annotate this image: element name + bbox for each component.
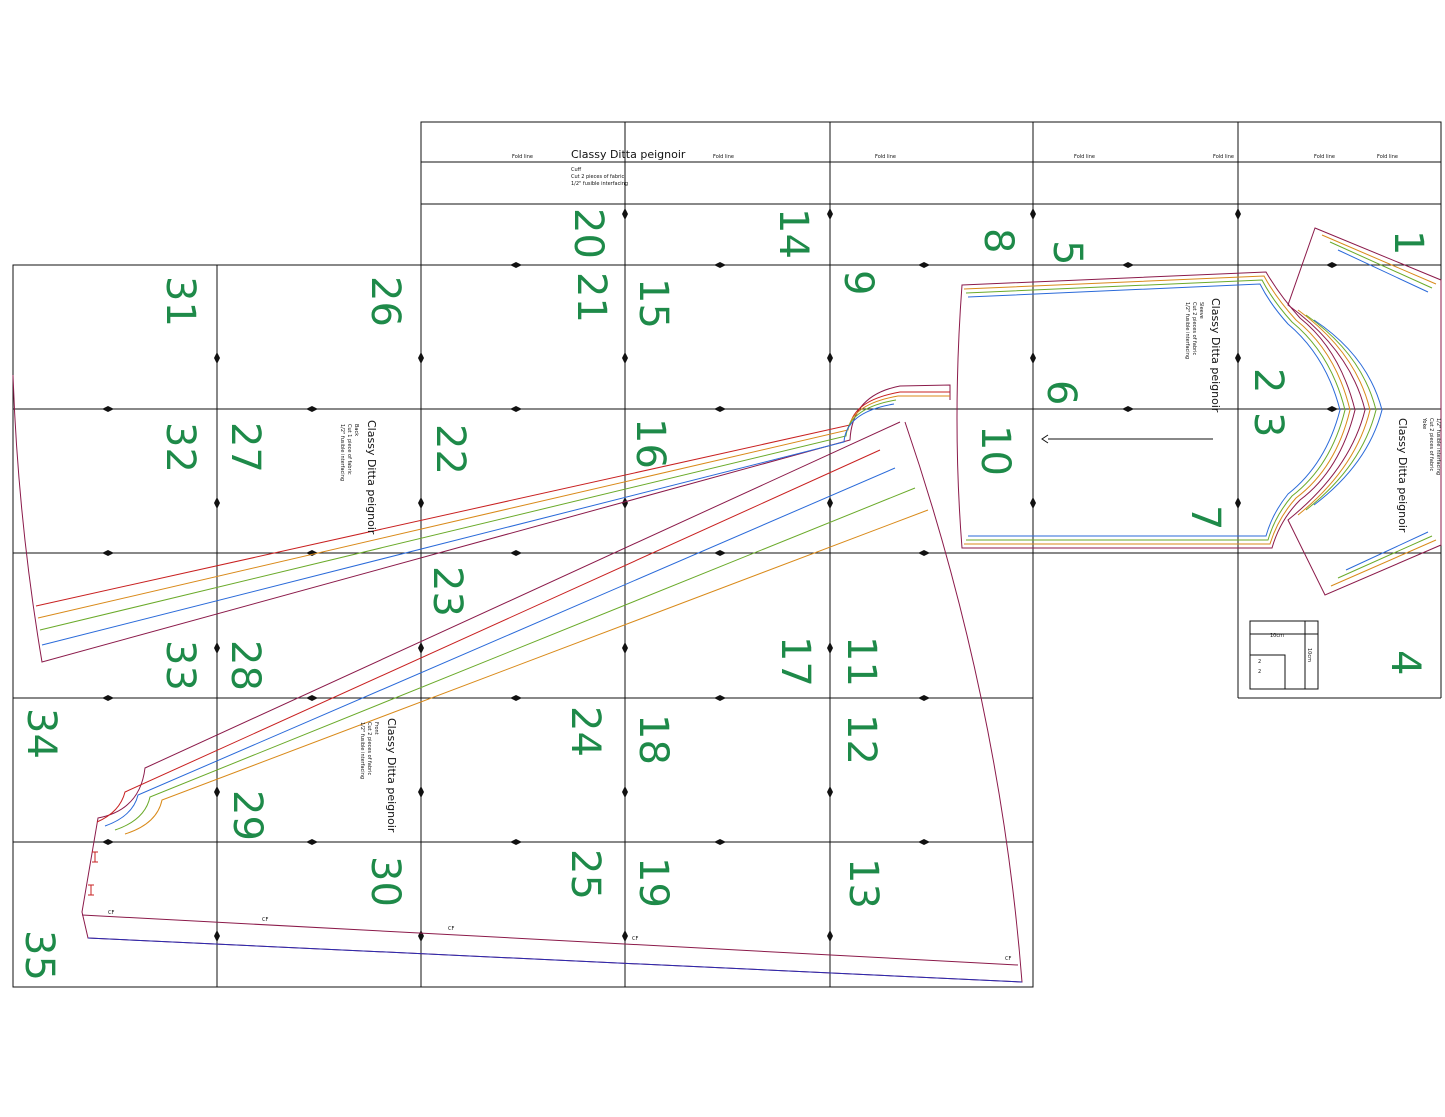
cuff-piece: Classy Ditta peignoir Cuff Cut 2 pieces … [512, 148, 1398, 187]
page-number-9: 9 [835, 270, 881, 295]
page-number-27: 27 [222, 422, 268, 473]
page-number-34: 34 [18, 708, 64, 759]
front-name: Front [373, 722, 379, 735]
page-number-1: 1 [1385, 230, 1431, 255]
page-number-35: 35 [16, 930, 62, 981]
back-piece: Classy Ditta peignoir Back Cut 1 piece o… [12, 374, 951, 663]
yoke-name: Yoke [1421, 417, 1427, 429]
yoke-interfacing: 1/2" fusible interfacing [1435, 418, 1441, 475]
page-number-21: 21 [568, 272, 614, 323]
cuff-fold-label: Fold line [1377, 154, 1398, 160]
yoke-title: Classy Ditta peignoir [1396, 418, 1409, 533]
cuff-cut: Cut 2 pieces of fabric [571, 174, 624, 180]
page-number-30: 30 [362, 856, 408, 907]
page-number-7: 7 [1182, 505, 1228, 530]
page-number-24: 24 [562, 706, 608, 757]
page-number-33: 33 [157, 640, 203, 691]
alignment-marks [102, 208, 1338, 942]
back-interfacing: 1/2" fusible interfacing [339, 424, 345, 481]
page-number-6: 6 [1038, 380, 1084, 405]
page-number-13: 13 [840, 858, 886, 909]
page-number-22: 22 [427, 424, 473, 475]
page-number-31: 31 [157, 276, 203, 327]
sleeve-title: Classy Ditta peignoir [1209, 298, 1222, 413]
page-number-5: 5 [1044, 240, 1090, 265]
sleeve-interfacing: 1/2" fusible interfacing [1184, 302, 1190, 359]
test-square-label-h: 10cm [1270, 633, 1284, 639]
cuff-fold-label: Fold line [512, 154, 533, 160]
front-title: Classy Ditta peignoir [385, 718, 398, 833]
cuff-interfacing: 1/2" fusible interfacing [571, 181, 628, 187]
page-number-3: 3 [1245, 412, 1291, 437]
page-number-10: 10 [972, 425, 1018, 476]
page-number-8: 8 [975, 228, 1021, 253]
sleeve-name: Sleeve [1198, 302, 1204, 319]
test-square-inner-a: 2 [1258, 659, 1261, 665]
page-number-16: 16 [627, 418, 673, 469]
cuff-title: Classy Ditta peignoir [571, 148, 686, 161]
cuff-fold-label: Fold line [1213, 154, 1234, 160]
page-number-32: 32 [157, 422, 203, 473]
yoke-piece: 1/2" fusible interfacing Cut 2 pieces of… [1287, 227, 1442, 596]
back-title: Classy Ditta peignoir [365, 420, 378, 535]
test-square-inner-b: 2 [1258, 669, 1261, 675]
front-cf-label: CF [448, 926, 454, 932]
page-number-26: 26 [362, 276, 408, 327]
front-cf-label: CF [108, 910, 114, 916]
page-number-18: 18 [630, 714, 676, 765]
page-number-17: 17 [772, 636, 818, 687]
back-name: Back [353, 424, 359, 436]
front-cut: Cut 2 pieces of fabric [366, 722, 372, 775]
sleeve-piece: Classy Ditta peignoir Sleeve Cut 2 piece… [956, 271, 1356, 549]
front-cf-label: CF [1005, 956, 1011, 962]
back-cut: Cut 1 piece of fabric [346, 424, 352, 475]
page-number-2: 2 [1245, 368, 1291, 393]
cuff-name: Cuff [571, 167, 582, 173]
page-numbers: 1 2 3 4 5 6 7 8 9 10 11 12 13 14 15 16 1… [16, 208, 1431, 981]
page-number-23: 23 [424, 566, 470, 617]
cuff-fold-label: Fold line [713, 154, 734, 160]
front-cf-label: CF [632, 936, 638, 942]
cuff-fold-label: Fold line [1074, 154, 1095, 160]
page-number-25: 25 [562, 849, 608, 900]
page-number-12: 12 [838, 714, 884, 765]
page-number-19: 19 [630, 857, 676, 908]
page-number-28: 28 [222, 640, 268, 691]
cuff-fold-label: Fold line [1314, 154, 1335, 160]
page-number-4: 4 [1382, 650, 1428, 675]
page-number-14: 14 [770, 208, 816, 259]
cuff-fold-label: Fold line [875, 154, 896, 160]
page-number-29: 29 [224, 790, 270, 841]
page-number-20: 20 [565, 208, 611, 259]
page-number-11: 11 [838, 636, 884, 687]
page-grid [12, 121, 1442, 988]
page-number-15: 15 [630, 278, 676, 329]
front-interfacing: 1/2" fusible interfacing [359, 722, 365, 779]
sleeve-cut: Cut 2 pieces of fabric [1191, 302, 1197, 355]
yoke-cut: Cut 2 pieces of fabric [1428, 418, 1434, 471]
front-cf-label: CF [262, 917, 268, 923]
test-square-label-v: 10cm [1306, 648, 1312, 662]
front-piece: CF CF CF CF CF Classy Ditta peignoir Fro… [81, 421, 1023, 983]
test-square: 10cm 2 2 10cm [1249, 620, 1319, 690]
